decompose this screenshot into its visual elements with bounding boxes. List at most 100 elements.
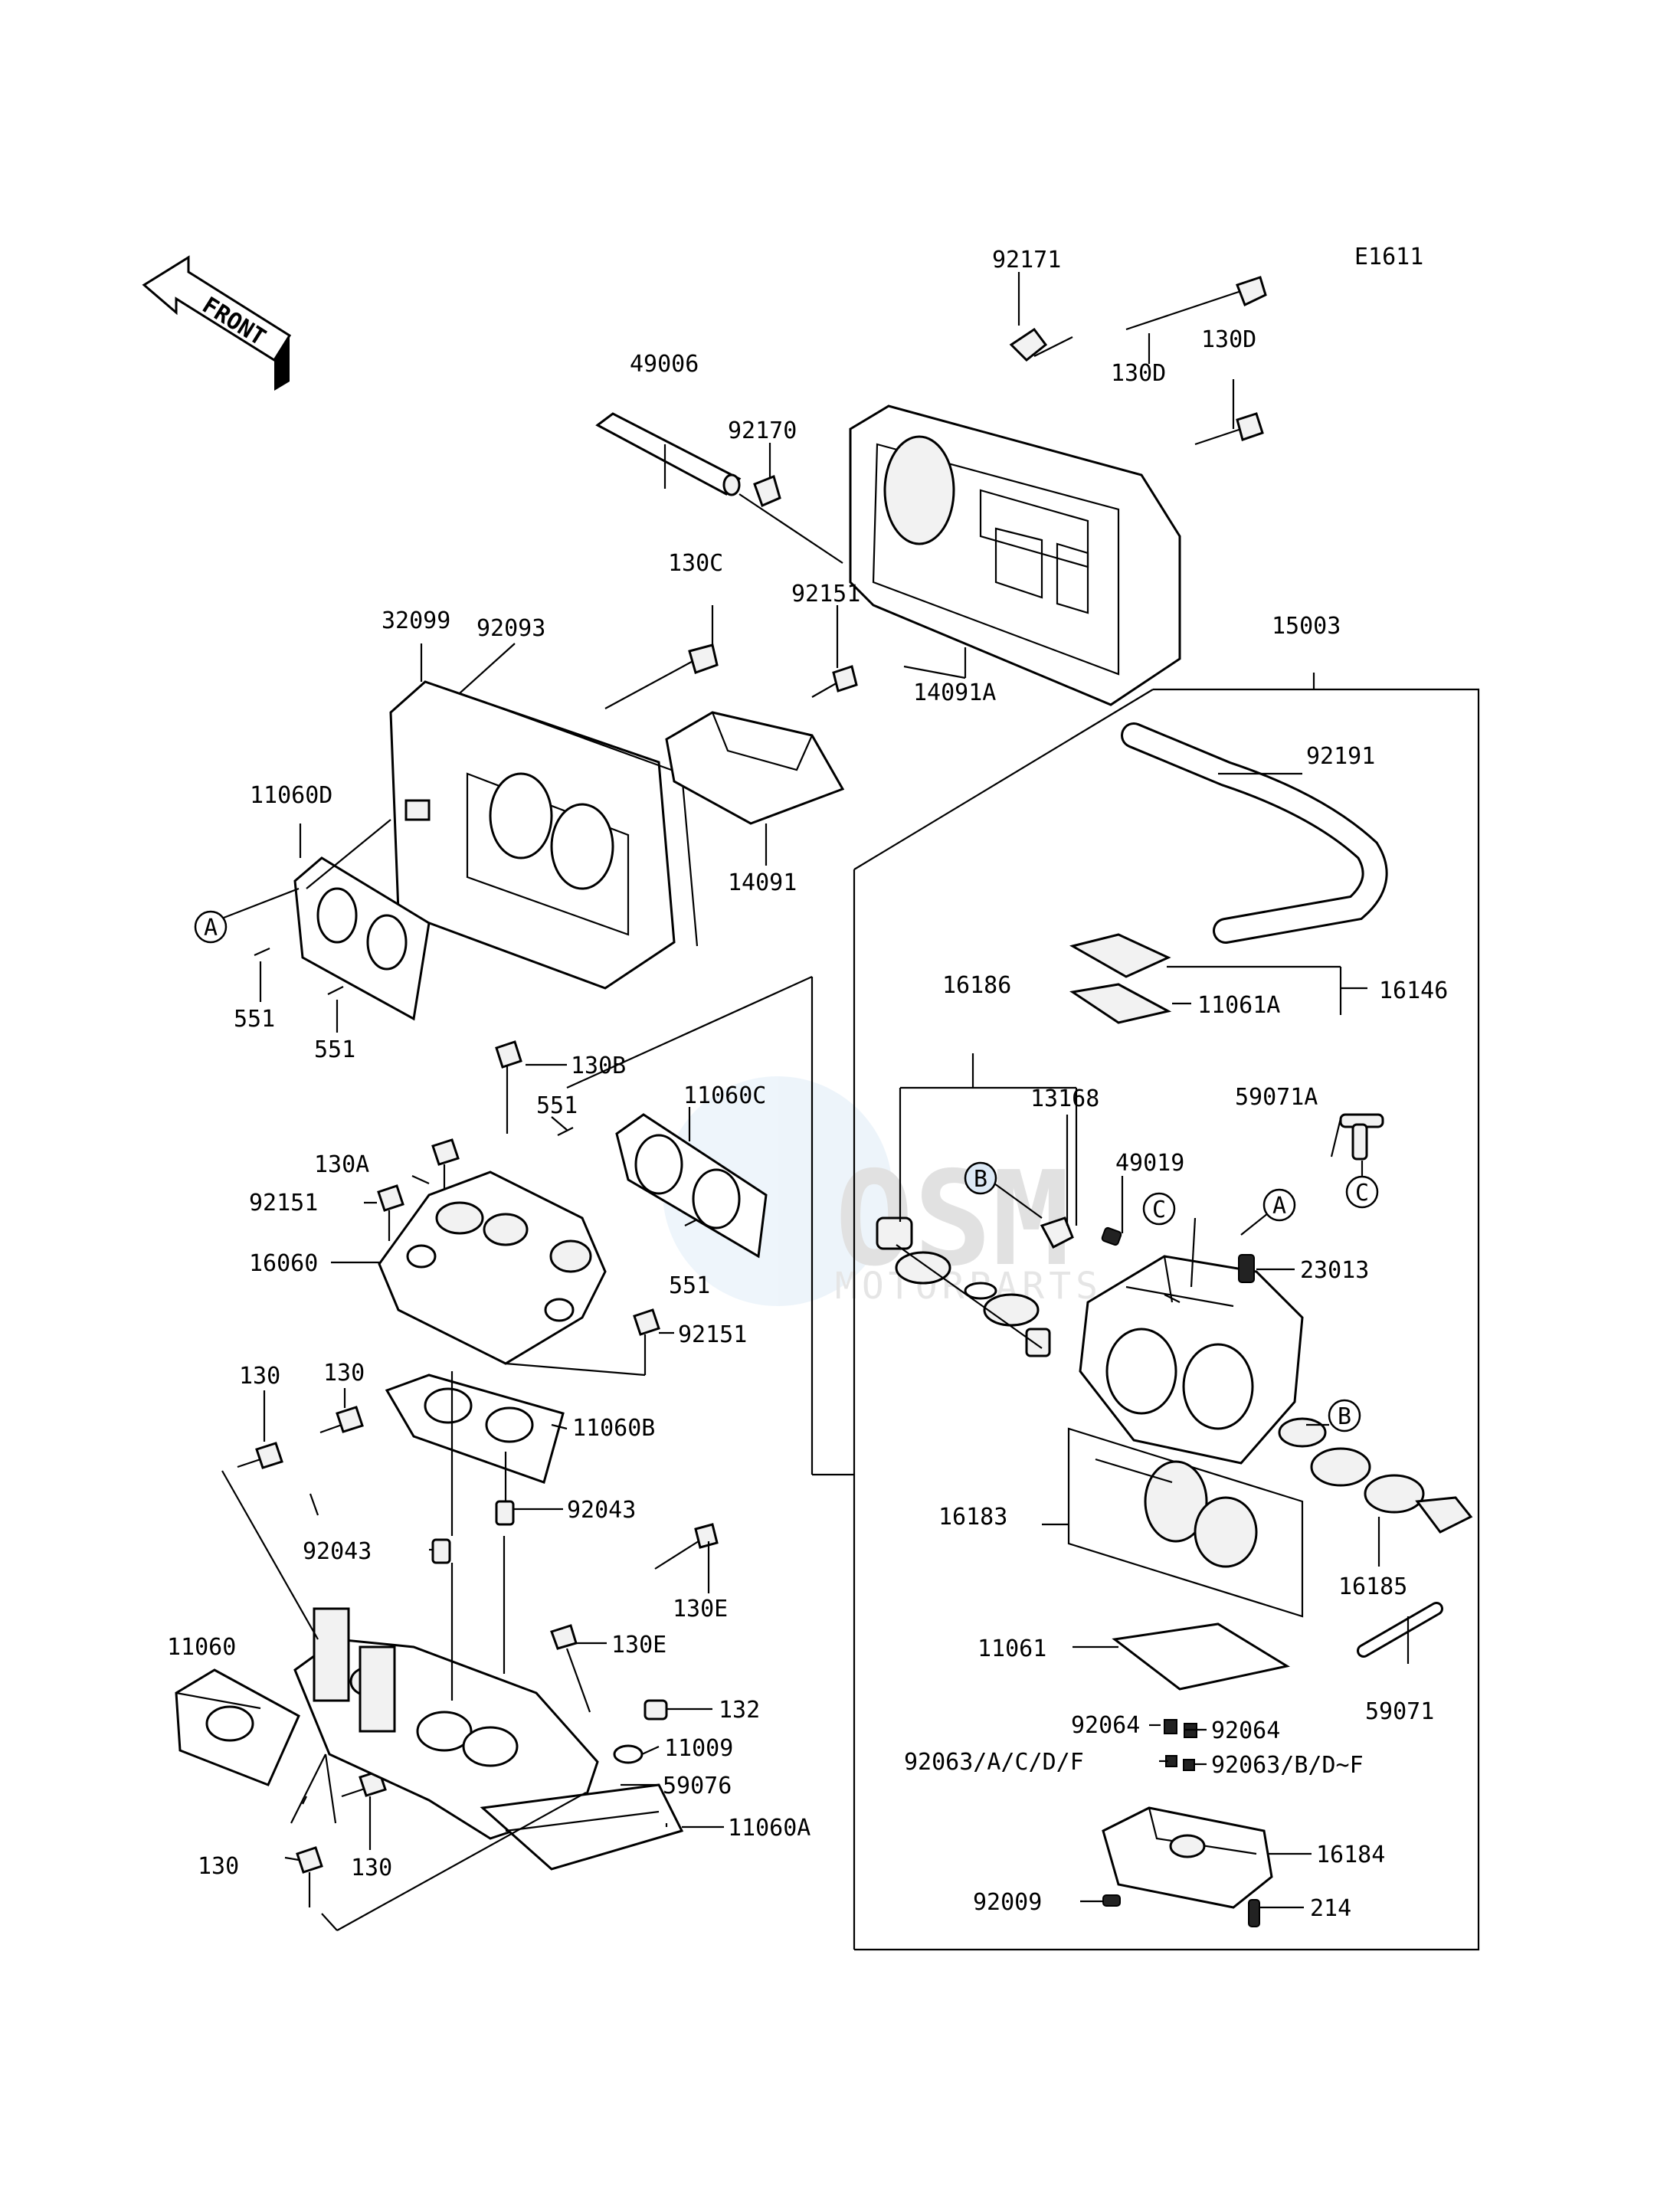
callout-b-right: B <box>1328 1399 1361 1432</box>
air-box-cover <box>849 404 1181 706</box>
label-130e-b: 130E <box>611 1632 666 1658</box>
label-130d-a: 130D <box>1111 360 1166 387</box>
bolt-130e-b <box>550 1624 591 1713</box>
choke-16185 <box>1278 1417 1473 1534</box>
callout-a-right: A <box>1262 1188 1296 1222</box>
pin-551-b <box>327 986 344 995</box>
panel-15003-top <box>853 689 1154 870</box>
label-92170: 92170 <box>728 417 797 444</box>
label-59076: 59076 <box>663 1773 732 1799</box>
label-16183: 16183 <box>938 1504 1007 1531</box>
label-92043-a: 92043 <box>567 1497 636 1524</box>
watermark-logo: OSM <box>835 1144 1070 1295</box>
label-16146: 16146 <box>1379 977 1448 1004</box>
air-cleaner-base <box>389 680 699 990</box>
label-130b: 130B <box>571 1053 626 1079</box>
pin-551-a <box>254 947 270 957</box>
label-92191: 92191 <box>1306 743 1375 770</box>
manifold-16060 <box>378 1171 607 1365</box>
callout-c-right: C <box>1345 1175 1379 1209</box>
screw-23013 <box>1238 1254 1255 1283</box>
label-11060a: 11060A <box>728 1815 811 1842</box>
label-11060d: 11060D <box>250 782 332 809</box>
label-59071: 59071 <box>1365 1698 1434 1725</box>
label-11060c: 11060C <box>683 1082 766 1109</box>
label-11061a: 11061A <box>1197 992 1280 1019</box>
svg-text:C: C <box>1355 1180 1369 1207</box>
label-130d-b: 130D <box>1201 326 1256 353</box>
label-16185: 16185 <box>1338 1573 1407 1600</box>
carburetor-body <box>1079 1255 1304 1465</box>
bolt-130-d <box>296 1846 323 1907</box>
clip-92171 <box>1009 327 1048 362</box>
label-11060b: 11060B <box>572 1415 655 1442</box>
label-551-d: 551 <box>669 1272 710 1299</box>
choke-16186 <box>876 1216 1051 1357</box>
shroud-14091 <box>665 711 845 825</box>
bolt-130d-lower <box>1194 412 1264 446</box>
callout-c-left: C <box>1142 1192 1176 1226</box>
label-130c: 130C <box>668 550 723 577</box>
label-92043-b: 92043 <box>303 1538 372 1565</box>
jet-92063-b <box>1183 1759 1195 1771</box>
svg-text:C: C <box>1152 1197 1166 1223</box>
float-16183 <box>1095 1458 1258 1568</box>
label-92151-a: 92151 <box>791 581 860 607</box>
svg-text:B: B <box>1338 1403 1351 1430</box>
gasket-11060c <box>615 1113 768 1259</box>
svg-text:B: B <box>974 1166 987 1193</box>
label-23013: 23013 <box>1300 1257 1369 1284</box>
gasket-11060 <box>175 1668 300 1786</box>
jet-92064-a <box>1164 1719 1177 1734</box>
bolt-92151-top <box>811 665 858 698</box>
watermark: OSM MOTORPARTS <box>663 1076 1098 1308</box>
bolt-130c <box>604 643 719 709</box>
clamp-92170 <box>753 474 781 508</box>
label-214: 214 <box>1310 1895 1351 1922</box>
bolt-130d-upper <box>1125 276 1267 331</box>
callout-a-left: A <box>194 910 228 944</box>
label-16186: 16186 <box>942 972 1011 999</box>
tube-49006 <box>595 412 742 496</box>
float-bowl-16184 <box>1102 1806 1273 1909</box>
label-551-c: 551 <box>536 1092 578 1119</box>
label-92063-bdf: 92063/B/D~F <box>1211 1752 1364 1779</box>
bolt-130b <box>495 1040 522 1134</box>
oring-11009 <box>613 1744 644 1764</box>
gasket-11060b <box>385 1374 565 1484</box>
gasket-11061a <box>1069 983 1172 1024</box>
label-92151-c: 92151 <box>678 1321 747 1348</box>
t-fitting-59071a <box>1339 1113 1384 1161</box>
pin-551-c <box>557 1127 574 1136</box>
box-16183 <box>1067 1427 1304 1618</box>
label-92064-b: 92064 <box>1211 1717 1280 1744</box>
label-49019: 49019 <box>1115 1150 1184 1177</box>
screw-214 <box>1248 1899 1260 1927</box>
label-130-a: 130 <box>239 1363 280 1390</box>
label-14091: 14091 <box>728 869 797 896</box>
label-132: 132 <box>719 1697 760 1724</box>
label-14091a: 14091A <box>913 679 996 706</box>
bolt-92151-right <box>633 1308 660 1364</box>
svg-text:A: A <box>204 915 218 941</box>
label-130e-a: 130E <box>673 1596 728 1622</box>
label-92171: 92171 <box>992 247 1061 273</box>
label-551-a: 551 <box>234 1006 275 1033</box>
leader-lines <box>175 272 1410 1931</box>
bolt-130e-a <box>654 1523 719 1570</box>
gasket-11060d <box>293 856 431 1021</box>
fitting-16146 <box>1069 933 1171 978</box>
panel-15003-outline <box>854 688 1480 1951</box>
label-16060: 16060 <box>249 1250 318 1277</box>
dowel-92043-b <box>431 1538 451 1564</box>
label-15003: 15003 <box>1272 613 1341 640</box>
bolt-92151-left <box>377 1184 404 1241</box>
intake-59076 <box>293 1607 599 1840</box>
diagram-code: E1611 <box>1354 244 1423 270</box>
callout-b-left: B <box>964 1161 997 1195</box>
label-11060: 11060 <box>167 1634 236 1661</box>
lever-13168 <box>1040 1216 1074 1249</box>
bolt-130-a <box>237 1442 283 1469</box>
label-92064-a: 92064 <box>1071 1712 1140 1739</box>
bolt-130-b <box>319 1406 364 1434</box>
